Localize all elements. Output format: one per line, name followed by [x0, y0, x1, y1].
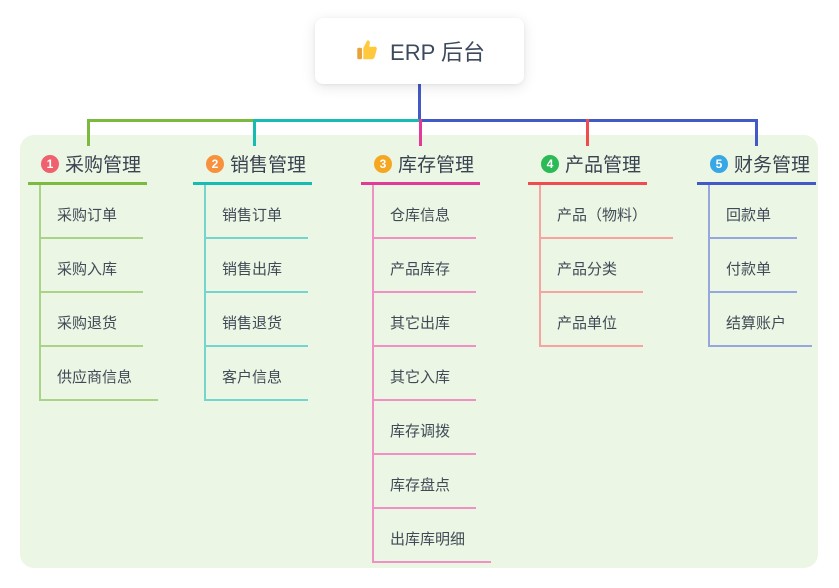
child-row: 回款单 [710, 185, 816, 239]
child-row: 采购订单 [41, 185, 158, 239]
mindmap-leaf-node[interactable]: 出库库明细 [374, 528, 492, 563]
child-row: 出库库明细 [374, 509, 492, 563]
branch-number-badge: 3 [374, 154, 392, 173]
child-row: 销售出库 [206, 239, 312, 293]
mindmap-leaf-node[interactable]: 客户信息 [206, 366, 309, 401]
mindmap-leaf-node[interactable]: 回款单 [710, 204, 798, 239]
mindmap-leaf-node[interactable]: 产品单位 [541, 312, 644, 347]
branch-connector-drop-1 [87, 119, 90, 146]
child-row: 客户信息 [206, 347, 312, 401]
mindmap-leaf-node[interactable]: 产品分类 [541, 258, 644, 293]
branch-connector-drop-4 [586, 119, 589, 146]
child-row: 结算账户 [710, 293, 816, 347]
branch-label: 财务管理 [734, 155, 811, 176]
child-row: 销售退货 [206, 293, 312, 347]
mindmap-leaf-node[interactable]: 采购订单 [41, 204, 144, 239]
branch-1: 1 采购管理采购订单采购入库采购退货供应商信息 [28, 150, 159, 401]
branch-5: 5 财务管理回款单付款单结算账户 [697, 150, 817, 347]
mindmap-leaf-node[interactable]: 仓库信息 [374, 204, 477, 239]
child-row: 仓库信息 [374, 185, 491, 239]
branch-connector-horizontal-2 [253, 119, 420, 122]
root-node-label: ERP 后台 [390, 40, 485, 65]
mindmap-leaf-node[interactable]: 采购退货 [41, 312, 144, 347]
branch-connector-drop-5 [755, 119, 758, 146]
branch-node-head[interactable]: 2 销售管理 [193, 150, 313, 185]
branch-children: 产品（物料） 产品分类产品单位 [539, 185, 674, 347]
branch-children: 销售订单销售出库销售退货客户信息 [204, 185, 312, 401]
child-row: 产品（物料） [541, 185, 674, 239]
child-row: 产品单位 [541, 293, 673, 347]
branch-connector-horizontal-1 [87, 119, 253, 122]
child-row: 产品分类 [541, 239, 673, 293]
branch-number-badge: 4 [541, 154, 559, 173]
branch-connector-drop-2 [253, 119, 256, 146]
mindmap-leaf-node[interactable]: 供应商信息 [41, 366, 159, 401]
branch-number-badge: 2 [206, 154, 224, 173]
mindmap-leaf-node[interactable]: 销售出库 [206, 258, 309, 293]
mindmap-leaf-node[interactable]: 其它入库 [374, 366, 477, 401]
mindmap-leaf-node[interactable]: 库存调拨 [374, 420, 477, 455]
child-row: 销售订单 [206, 185, 312, 239]
branch-2: 2 销售管理销售订单销售出库销售退货客户信息 [193, 150, 313, 401]
branch-number-badge: 1 [41, 154, 59, 173]
mindmap-canvas-panel [20, 135, 818, 568]
branch-children: 回款单付款单结算账户 [708, 185, 816, 347]
mindmap-leaf-node[interactable]: 产品库存 [374, 258, 477, 293]
child-row: 其它出库 [374, 293, 491, 347]
thumbs-up-icon [354, 38, 380, 64]
child-row: 产品库存 [374, 239, 491, 293]
branch-4: 4 产品管理产品（物料） 产品分类产品单位 [528, 150, 674, 347]
branch-children: 仓库信息产品库存其它出库其它入库库存调拨库存盘点出库库明细 [372, 185, 492, 563]
branch-number-badge: 5 [710, 154, 728, 173]
child-row: 供应商信息 [41, 347, 159, 401]
branch-label: 产品管理 [565, 155, 642, 176]
mindmap-leaf-node[interactable]: 销售订单 [206, 204, 309, 239]
mindmap-leaf-node[interactable]: 其它出库 [374, 312, 477, 347]
child-row: 其它入库 [374, 347, 491, 401]
mindmap-leaf-node[interactable]: 产品（物料） [541, 204, 674, 239]
mindmap-leaf-node[interactable]: 销售退货 [206, 312, 309, 347]
branch-node-head[interactable]: 3 库存管理 [361, 150, 481, 185]
branch-label: 采购管理 [65, 155, 142, 176]
mindmap-leaf-node[interactable]: 采购入库 [41, 258, 144, 293]
child-row: 库存盘点 [374, 455, 491, 509]
root-node-erp[interactable]: ERP 后台 [315, 18, 524, 84]
branch-children: 采购订单采购入库采购退货供应商信息 [39, 185, 159, 401]
child-row: 采购入库 [41, 239, 158, 293]
branch-label: 库存管理 [398, 155, 475, 176]
branch-connector-drop-3 [419, 119, 422, 146]
branch-node-head[interactable]: 5 财务管理 [697, 150, 817, 185]
root-connector-line [418, 84, 421, 120]
child-row: 采购退货 [41, 293, 158, 347]
branch-node-head[interactable]: 1 采购管理 [28, 150, 148, 185]
branch-3: 3 库存管理仓库信息产品库存其它出库其它入库库存调拨库存盘点出库库明细 [361, 150, 492, 563]
mindmap-leaf-node[interactable]: 库存盘点 [374, 474, 477, 509]
branch-node-head[interactable]: 4 产品管理 [528, 150, 648, 185]
child-row: 付款单 [710, 239, 816, 293]
child-row: 库存调拨 [374, 401, 491, 455]
mindmap-leaf-node[interactable]: 付款单 [710, 258, 798, 293]
branch-label: 销售管理 [230, 155, 307, 176]
mindmap-leaf-node[interactable]: 结算账户 [710, 312, 813, 347]
